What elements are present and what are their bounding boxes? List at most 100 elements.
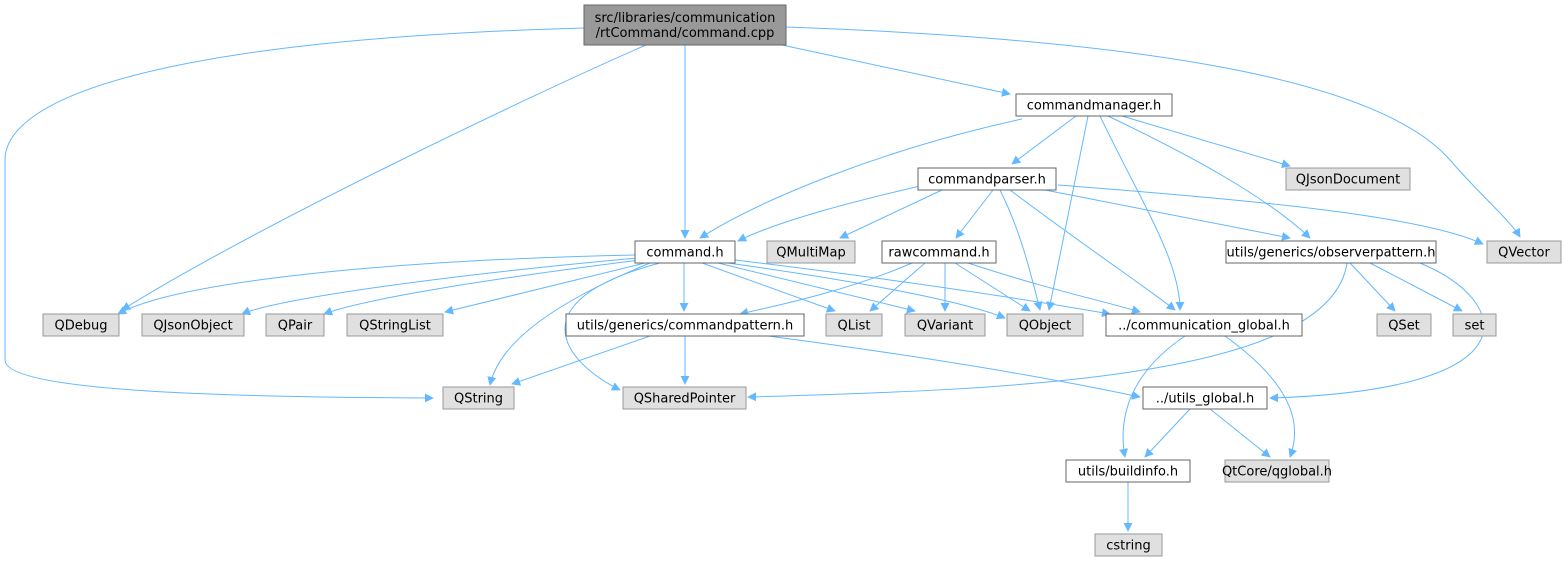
- node-commandmanager[interactable]: commandmanager.h: [1015, 93, 1173, 117]
- node-label-qpair: QPair: [278, 319, 313, 334]
- node-root[interactable]: src/libraries/communication/rtCommand/co…: [583, 4, 787, 46]
- edge-commglobal-to-buildinfo: [1119, 335, 1186, 458]
- edge-observerpattern-to-set: [1369, 262, 1463, 312]
- node-label-qglobal: QtCore/qglobal.h: [1222, 465, 1332, 480]
- node-command[interactable]: command.h: [634, 240, 736, 264]
- edge-commandmanager-to-commandparser: [1011, 115, 1077, 165]
- node-box-qjsondocument: [1285, 167, 1411, 191]
- node-box-observerpattern: [1225, 240, 1437, 264]
- node-box-commandmanager: [1015, 93, 1173, 117]
- node-qjsondocument: QJsonDocument: [1285, 167, 1411, 191]
- node-box-commglobal: [1105, 313, 1303, 337]
- node-label-commandmanager: commandmanager.h: [1027, 99, 1162, 114]
- edge-command-to-qsharedpointer: [564, 262, 661, 391]
- edge-observerpattern-to-utilsglobal: [1269, 262, 1485, 403]
- node-box-qmultimap: [766, 240, 856, 264]
- node-box-qdebug: [42, 313, 120, 337]
- edge-root-to-commandmanager: [781, 44, 1011, 97]
- node-box-qjsonobject: [141, 313, 245, 337]
- edge-observerpattern-to-qset: [1349, 262, 1396, 312]
- node-label-buildinfo: utils/buildinfo.h: [1078, 465, 1178, 480]
- edge-commandmanager-to-observerpattern: [1107, 115, 1311, 239]
- edge-command-to-qobject: [727, 262, 1006, 320]
- edge-layer: [4, 26, 1521, 532]
- node-rawcommand[interactable]: rawcommand.h: [881, 240, 997, 264]
- edge-rawcommand-to-commandpattern: [739, 262, 913, 317]
- edge-commandmanager-to-qjsondocument: [1121, 115, 1291, 169]
- node-qobject: QObject: [1006, 313, 1084, 337]
- node-label-qmultimap: QMultiMap: [776, 246, 845, 261]
- node-label-utilsglobal: ../utils_global.h: [1156, 392, 1255, 407]
- node-commglobal[interactable]: ../communication_global.h: [1105, 313, 1303, 337]
- edge-rawcommand-to-commglobal: [967, 262, 1141, 314]
- edge-commandparser-to-qvector: [1057, 184, 1484, 245]
- node-label-qjsondocument: QJsonDocument: [1296, 173, 1400, 188]
- node-label-commandparser: commandparser.h: [928, 173, 1046, 188]
- edge-commandparser-to-commglobal: [1009, 189, 1176, 311]
- edge-commandpattern-to-utilsglobal: [767, 335, 1141, 400]
- node-box-command: [634, 240, 736, 264]
- node-qjsonobject: QJsonObject: [141, 313, 245, 337]
- node-label-qjsonobject: QJsonObject: [153, 319, 232, 334]
- node-qset: QSet: [1376, 313, 1432, 337]
- node-box-utilsglobal: [1142, 386, 1268, 410]
- node-box-qstring: [442, 386, 515, 410]
- edge-root-to-qdebug: [121, 44, 647, 311]
- node-box-qglobal: [1224, 459, 1330, 483]
- edge-commandparser-to-observerpattern: [1044, 189, 1291, 241]
- node-qvector: QVector: [1486, 240, 1562, 264]
- node-layer: src/libraries/communication/rtCommand/co…: [42, 4, 1562, 557]
- edge-rawcommand-to-qobject: [954, 262, 1031, 312]
- edge-observerpattern-to-qsharedpointer: [747, 262, 1348, 402]
- node-label-qlist: QList: [838, 319, 871, 334]
- node-label-qstringlist: QStringList: [359, 319, 431, 334]
- node-box-qstringlist: [346, 313, 444, 337]
- node-box-root: [583, 4, 787, 46]
- node-box-cstring: [1094, 533, 1163, 557]
- node-qsharedpointer: QSharedPointer: [622, 386, 747, 410]
- node-box-commandparser: [917, 167, 1057, 191]
- node-box-qobject: [1006, 313, 1084, 337]
- edge-rawcommand-to-qlist: [869, 262, 926, 312]
- node-label-qdebug: QDebug: [55, 319, 108, 334]
- node-label-set: set: [1465, 319, 1485, 334]
- node-box-qsharedpointer: [622, 386, 747, 410]
- edge-command-to-qstringlist: [444, 262, 646, 315]
- edge-commandpattern-to-qstring: [511, 335, 651, 386]
- edge-commandmanager-to-command: [699, 118, 1023, 239]
- node-qmultimap: QMultiMap: [766, 240, 856, 264]
- node-cstring: cstring: [1094, 533, 1163, 557]
- node-label-root-line-1: src/libraries/communication: [595, 11, 776, 26]
- node-qstringlist: QStringList: [346, 313, 444, 337]
- edge-command-to-qdebug: [117, 254, 636, 315]
- node-label-qset: QSet: [1388, 319, 1420, 334]
- edge-command-to-qjsonobject: [241, 257, 638, 316]
- node-observerpattern[interactable]: utils/generics/observerpattern.h: [1225, 240, 1437, 264]
- node-qstring: QString: [442, 386, 515, 410]
- node-qglobal: QtCore/qglobal.h: [1222, 459, 1332, 483]
- node-label-observerpattern: utils/generics/observerpattern.h: [1227, 246, 1436, 261]
- node-qdebug: QDebug: [42, 313, 120, 337]
- edge-commandparser-to-rawcommand: [955, 189, 994, 239]
- edge-commandmanager-to-qobject: [1046, 115, 1089, 311]
- node-box-qset: [1376, 313, 1432, 337]
- node-box-rawcommand: [881, 240, 997, 264]
- edge-commandmanager-to-commglobal: [1099, 115, 1185, 311]
- node-box-qvector: [1486, 240, 1562, 264]
- node-label-command: command.h: [646, 246, 723, 261]
- node-commandpattern[interactable]: utils/generics/commandpattern.h: [565, 313, 805, 337]
- node-buildinfo[interactable]: utils/buildinfo.h: [1065, 459, 1191, 483]
- edge-root-to-qvector: [785, 26, 1521, 238]
- node-label-commglobal: ../communication_global.h: [1118, 319, 1290, 334]
- node-utilsglobal[interactable]: ../utils_global.h: [1142, 386, 1268, 410]
- node-set: set: [1452, 313, 1497, 337]
- edge-command-to-commglobal: [734, 259, 1111, 318]
- node-label-root-line-2: /rtCommand/command.cpp: [596, 26, 775, 41]
- node-label-qsharedpointer: QSharedPointer: [634, 392, 736, 407]
- node-label-qobject: QObject: [1019, 319, 1072, 334]
- node-qlist: QList: [825, 313, 883, 337]
- edge-command-to-qvariant: [717, 262, 916, 314]
- node-commandparser[interactable]: commandparser.h: [917, 167, 1057, 191]
- edge-command-to-qlist: [701, 262, 836, 313]
- node-box-qpair: [265, 313, 325, 337]
